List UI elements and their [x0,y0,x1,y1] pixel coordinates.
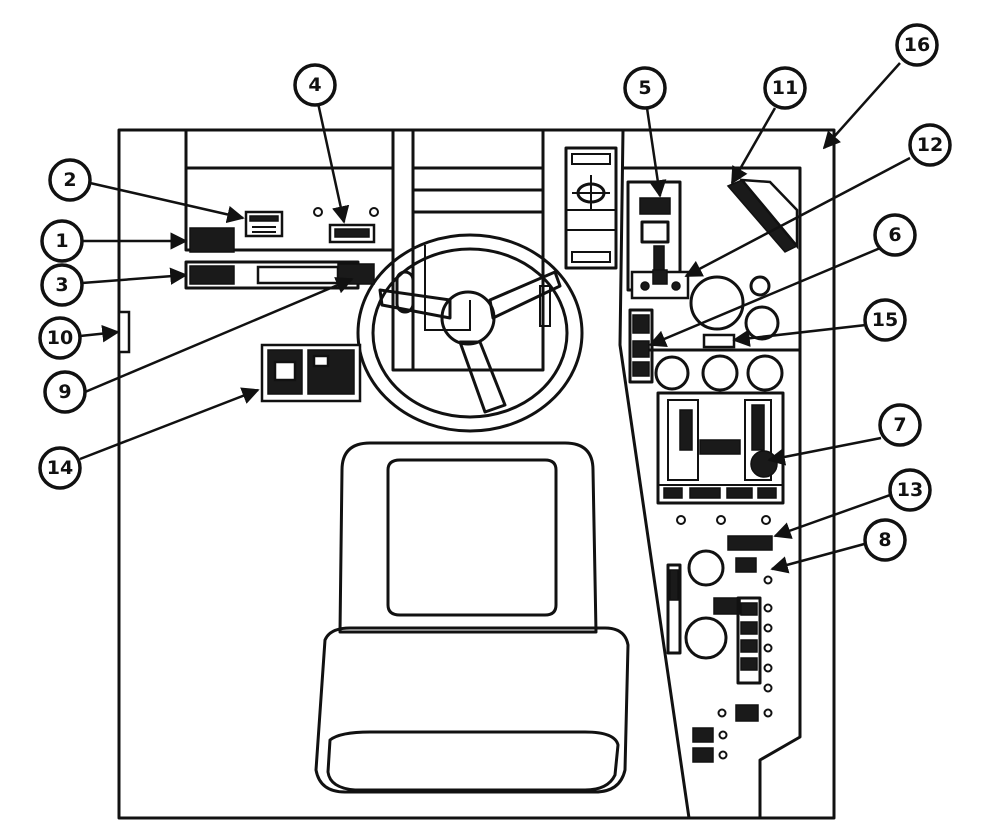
callout-8: 8 [863,518,907,562]
callout-13-label: 13 [897,479,923,501]
callout-11: 11 [763,66,807,110]
callout-15-label: 15 [872,309,898,331]
side-mount-plate [564,146,618,270]
decal-9 [337,263,375,285]
callout-1-label: 1 [55,230,68,252]
callout-4: 4 [293,63,337,107]
operator-seat [314,441,630,794]
callout-10: 10 [38,316,82,360]
callout-8-label: 8 [878,529,891,551]
callout-15: 15 [863,298,907,342]
callout-14-label: 14 [47,457,73,479]
callout-2: 2 [48,158,92,202]
callout-16: 16 [895,23,939,67]
callout-12-label: 12 [917,134,943,156]
callout-9-label: 9 [58,381,71,403]
decal-14 [260,343,362,403]
decal-10 [117,310,131,354]
decal-4 [328,223,376,244]
leader-lines [79,62,911,574]
decal-3 [189,265,235,285]
callout-5: 5 [623,66,667,110]
callout-16-label: 16 [904,34,930,56]
callout-9: 9 [43,370,87,414]
callout-1: 1 [40,219,84,263]
callout-11-label: 11 [772,77,798,99]
decal-11 [726,178,799,253]
callout-7-label: 7 [893,414,906,436]
callout-14: 14 [38,446,82,490]
callout-7: 7 [878,403,922,447]
callout-13: 13 [888,468,932,512]
right-console [618,128,802,820]
callout-5-label: 5 [638,77,651,99]
callout-3: 3 [40,263,84,307]
decal-1 [189,227,235,253]
callout-6: 6 [873,213,917,257]
callout-10-label: 10 [47,327,73,349]
callout-2-label: 2 [63,169,76,191]
callout-6-label: 6 [888,224,901,246]
decal-2 [244,210,284,238]
callout-12: 12 [908,123,952,167]
steering-wheel [356,233,584,433]
callout-3-label: 3 [55,274,68,296]
callout-4-label: 4 [308,74,321,96]
